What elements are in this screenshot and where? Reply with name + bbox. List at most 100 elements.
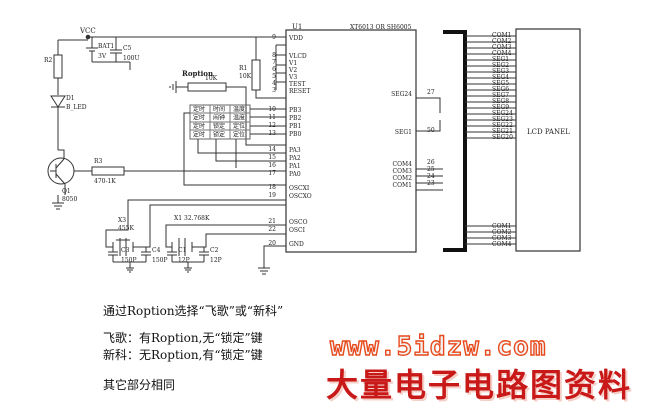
seg24-line — [416, 97, 441, 113]
c5-symbol — [110, 37, 122, 62]
ic-pin-name: TEST — [289, 81, 306, 88]
note-line-3: 新科：无Roption,有“锁定”键 — [103, 348, 263, 362]
ic-pin-name: GND — [289, 241, 304, 248]
ic-pin-number: 8 — [272, 52, 276, 59]
ic-pin-number: 26 — [427, 159, 435, 166]
note-line-1: 通过Roption选择“飞歌”或“新科” — [103, 304, 284, 318]
vcc-dot — [85, 34, 91, 40]
lcd-labels: COM1COM2COM3COM4SEG1SEG2SEG3SEG4SEG5SEG6… — [492, 32, 513, 248]
gnd-wire — [258, 245, 286, 275]
x3-ref: X3 — [118, 217, 126, 224]
roption-ground — [169, 81, 177, 93]
lcd-pin-label: SEG4 — [492, 74, 509, 81]
ic-pin-number: 7 — [272, 59, 276, 66]
ic-pin-name: PB3 — [289, 107, 301, 114]
watermark-title: 大量电子电路图资料 — [326, 366, 633, 404]
vlcd-wire — [275, 44, 286, 90]
r2-resistor — [53, 54, 63, 79]
ic-body — [285, 29, 417, 253]
d1-ref: D1 — [66, 95, 75, 102]
ic-pin-number: 18 — [268, 184, 276, 191]
key-label: 定时 — [193, 122, 205, 130]
q1-leads — [50, 149, 66, 195]
ic-pin-number: 27 — [427, 89, 435, 96]
r1-wire — [255, 37, 286, 99]
roption-resistor — [187, 82, 227, 92]
ic-pin-number: 11 — [268, 114, 276, 121]
lcd-pin-label: SEG22 — [492, 122, 513, 129]
lcd-pin-label: SEG20 — [492, 134, 513, 141]
c3-c4 — [108, 247, 151, 273]
battery-symbol — [86, 37, 98, 62]
ic-pin-name: OSCXO — [289, 193, 312, 200]
ic-pin-name: V2 — [288, 67, 297, 74]
lcd-pin-label: SEG9 — [492, 104, 509, 111]
ic-pin-number: 14 — [268, 146, 276, 153]
lcd-pin-label: SEG24 — [492, 110, 513, 117]
lcd-pin-label: SEG23 — [492, 116, 513, 123]
ic-pin-name: COM4 — [393, 161, 413, 168]
c3-val: 150P — [121, 257, 137, 264]
c1-val: 12P — [178, 257, 190, 264]
lcd-pin-label: SEG7 — [492, 92, 509, 99]
c3-ref: C3 — [121, 247, 130, 254]
lcd-pin-label: SEG5 — [492, 80, 509, 87]
ic-pin-name: PB2 — [289, 115, 301, 122]
watermark-url: www.5idzw.com — [329, 331, 547, 362]
ic-pin-number: 21 — [268, 218, 276, 225]
lcd-pin-label: COM4 — [492, 241, 512, 248]
key-label: 定位 — [233, 122, 245, 130]
note-line-2: 飞歌：有Roption,无“锁定”键 — [103, 331, 263, 345]
ic-pin-number: 20 — [268, 240, 276, 247]
ic-pin-name: PA3 — [289, 147, 301, 154]
ic-part: XT6013 OR SH6005 — [350, 24, 412, 31]
r1-ref: R1 — [239, 65, 247, 72]
ic-pin-number: 25 — [427, 166, 435, 173]
ic-pin-number: 15 — [268, 154, 276, 161]
ic-pin-name: PA0 — [289, 171, 301, 178]
lcd-pin-label: SEG3 — [492, 68, 509, 75]
q1-ref: Q1 — [62, 188, 71, 195]
c1-ref: C1 — [178, 247, 186, 254]
ic-left-labels: VDD9VLCD8V17V26V35TEST4RESET3PB310PB211P… — [268, 34, 311, 248]
ic-pin-number: 6 — [272, 66, 276, 73]
bat-ref: BAT1 — [98, 43, 114, 50]
key-label: 定位 — [233, 131, 245, 139]
ic-pin-name: COM1 — [393, 182, 412, 189]
c2-val: 12P — [210, 257, 222, 264]
ic-pin-name: OSCO — [289, 219, 308, 226]
lcd-pin-label: SEG8 — [492, 98, 509, 105]
ic-pin-name: PB0 — [289, 131, 301, 138]
key-label: 锁定 — [213, 131, 225, 139]
key-label: 温度 — [233, 114, 245, 122]
lcd-pin-label: COM3 — [492, 235, 512, 242]
vcc-rail — [58, 36, 286, 41]
key-label: 定时 — [193, 105, 205, 113]
ic-pin-number: 24 — [427, 173, 435, 180]
ic-pin-name: V1 — [288, 60, 297, 67]
c4-val: 150P — [152, 257, 168, 264]
ground-bus — [92, 61, 131, 70]
lcd-pin-lines — [465, 35, 516, 245]
r3-ref: R3 — [94, 158, 103, 165]
bus-line — [443, 30, 467, 252]
lcd-pin-label: COM2 — [492, 229, 512, 236]
key-labels: 定时时间温度定时闹钟温度定时锁定定位定时锁定定位 — [193, 105, 245, 139]
ic-pin-name: SEG1 — [395, 129, 412, 136]
led-d1 — [50, 95, 66, 150]
c2-ref: C2 — [210, 247, 219, 254]
roption-ref: Roption — [182, 69, 213, 78]
key-label: 闹钟 — [213, 114, 225, 122]
ic-pin-name: COM2 — [393, 175, 413, 182]
lcd-label: LCD PANEL — [527, 128, 570, 136]
lcd-pin-label: COM1 — [492, 223, 511, 230]
key-label: 定时 — [193, 131, 205, 139]
x1-val: 32.768K — [184, 215, 210, 222]
ic-pin-name: OSCI — [289, 227, 306, 234]
r2-ref: R2 — [44, 57, 53, 64]
note-line-4: 其它部分相同 — [103, 378, 176, 392]
c4-ref: C4 — [152, 247, 161, 254]
ic-pin-number: 22 — [268, 226, 276, 233]
